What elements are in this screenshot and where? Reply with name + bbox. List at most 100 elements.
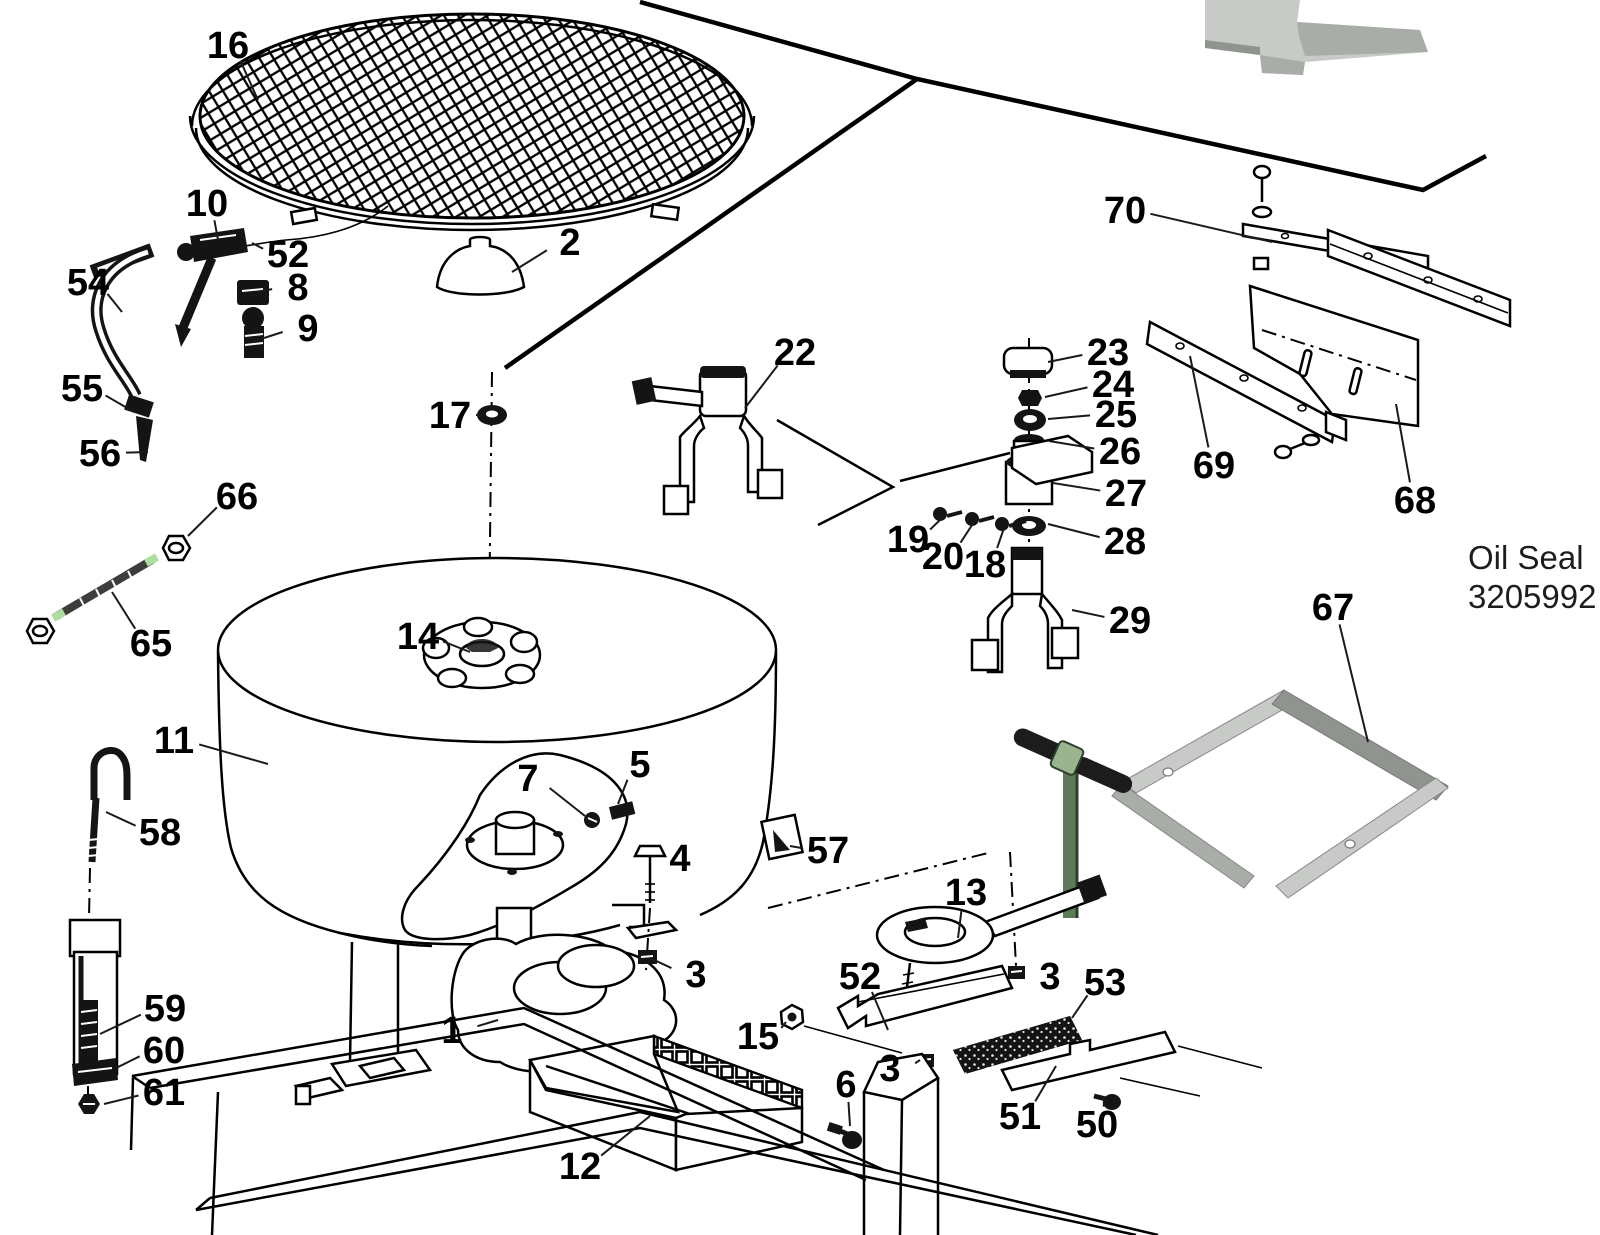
- background-boundary-lines: [503, 0, 1488, 370]
- hose-nozzle-assembly: [90, 246, 154, 462]
- leader-line-6: [847, 1101, 851, 1127]
- leader-line-55: [105, 394, 135, 413]
- leader-line-18: [996, 527, 1005, 549]
- base-frame: [129, 941, 1159, 1235]
- tension-rod: [25, 534, 192, 645]
- square-frame: [1111, 689, 1449, 899]
- leader-line-70: [1150, 212, 1273, 243]
- part-label-19: 19: [887, 519, 929, 561]
- leader-line-28: [1047, 523, 1100, 539]
- part-label-53: 53: [1084, 962, 1126, 1004]
- leader-line-66: [187, 506, 218, 537]
- part-label-66: 66: [216, 476, 258, 518]
- oil-seal-note-line1: Oil Seal: [1468, 539, 1584, 576]
- leader-line-23: [1047, 353, 1083, 363]
- part-label-7: 7: [517, 758, 538, 800]
- part-label-5: 5: [629, 744, 650, 786]
- part-label-20: 20: [922, 536, 964, 578]
- part-label-55: 55: [61, 368, 103, 410]
- shaft-hardware-stack: [933, 338, 1094, 560]
- leader-line-3-b: [1021, 971, 1025, 975]
- leader-line-67: [1338, 624, 1369, 743]
- part-label-14: 14: [397, 616, 439, 658]
- mounting-plate: [400, 752, 636, 941]
- part-label-54: 54: [67, 262, 109, 304]
- leader-line-53: [1071, 994, 1089, 1019]
- part-label-27: 27: [1105, 473, 1147, 515]
- leader-line-52-top: [251, 242, 264, 250]
- part-label-22: 22: [774, 332, 816, 374]
- cone-cover: [435, 235, 526, 296]
- part-label-10: 10: [186, 183, 228, 225]
- part-label-12: 12: [559, 1146, 601, 1188]
- bracket-kit: [1145, 164, 1512, 460]
- leader-line-19: [929, 517, 943, 531]
- leader-line-14: [442, 640, 471, 653]
- part-label-51: 51: [999, 1096, 1041, 1138]
- leader-line-26: [1048, 440, 1095, 450]
- part-label-52-bottom: 52: [839, 956, 881, 998]
- leader-line-3-c: [914, 1059, 921, 1065]
- leader-line-69: [1189, 355, 1210, 448]
- part-label-57: 57: [807, 830, 849, 872]
- part-label-52-top: 52: [267, 234, 309, 276]
- part-label-29: 29: [1109, 600, 1151, 642]
- part-label-69: 69: [1193, 445, 1235, 487]
- photo-corner-bracket: [1205, 0, 1428, 75]
- part-label-70: 70: [1104, 190, 1146, 232]
- part-label-26: 26: [1099, 431, 1141, 473]
- leader-line-13: [957, 909, 963, 939]
- part-label-4: 4: [669, 838, 690, 880]
- leader-line-54: [106, 293, 123, 313]
- leader-line-52-bottom: [871, 991, 889, 1031]
- part-label-60: 60: [143, 1030, 185, 1072]
- leader-line-8: [255, 288, 273, 293]
- leader-line-16: [239, 60, 259, 101]
- drive-hub: [421, 616, 542, 690]
- oil-seal-note: Oil Seal 3205992: [1468, 538, 1596, 616]
- oil-seal-note-line2: 3205992: [1468, 578, 1597, 615]
- part-label-17: 17: [429, 395, 471, 437]
- part-label-24: 24: [1092, 364, 1134, 406]
- part-label-11: 11: [154, 720, 194, 762]
- part-label-28: 28: [1104, 521, 1146, 563]
- part-label-50: 50: [1076, 1104, 1118, 1146]
- leader-line-11: [198, 743, 269, 765]
- leader-line-65: [111, 591, 137, 630]
- leader-line-12: [600, 1115, 651, 1157]
- part-label-16: 16: [207, 25, 249, 67]
- leader-line-5: [617, 779, 629, 805]
- leader-line-4: [651, 855, 655, 858]
- leader-line-29: [1071, 609, 1105, 618]
- leader-line-25: [1047, 414, 1091, 420]
- part-label-61: 61: [143, 1072, 185, 1114]
- part-label-25: 25: [1095, 394, 1137, 436]
- leader-line-56: [125, 451, 149, 454]
- oiler-valve-assembly: [89, 228, 269, 358]
- leader-line-3-a: [649, 957, 672, 969]
- part-label-68: 68: [1394, 480, 1436, 522]
- leader-line-15: [780, 1021, 787, 1029]
- leader-line-22: [744, 364, 779, 409]
- agitator-fork-22: [631, 366, 1011, 527]
- part-label-23: 23: [1087, 332, 1129, 374]
- leader-line-20: [959, 521, 975, 544]
- part-label-1: 1: [441, 1010, 462, 1052]
- scraper-spring-assembly: [68, 747, 131, 1114]
- part-label-58: 58: [139, 812, 181, 854]
- leader-line-57: [789, 845, 803, 850]
- leader-line-7: [549, 787, 586, 817]
- gearbox-assembly: [450, 844, 679, 1089]
- part-label-3-a: 3: [685, 954, 706, 996]
- parts-tray: [528, 1034, 804, 1172]
- part-label-18: 18: [964, 544, 1006, 586]
- part-label-3-b: 3: [1039, 956, 1060, 998]
- part-label-67: 67: [1312, 587, 1354, 629]
- part-label-56: 56: [79, 433, 121, 475]
- part-label-8: 8: [287, 267, 308, 309]
- leader-line-60: [115, 1055, 141, 1069]
- leader-line-9: [263, 331, 283, 339]
